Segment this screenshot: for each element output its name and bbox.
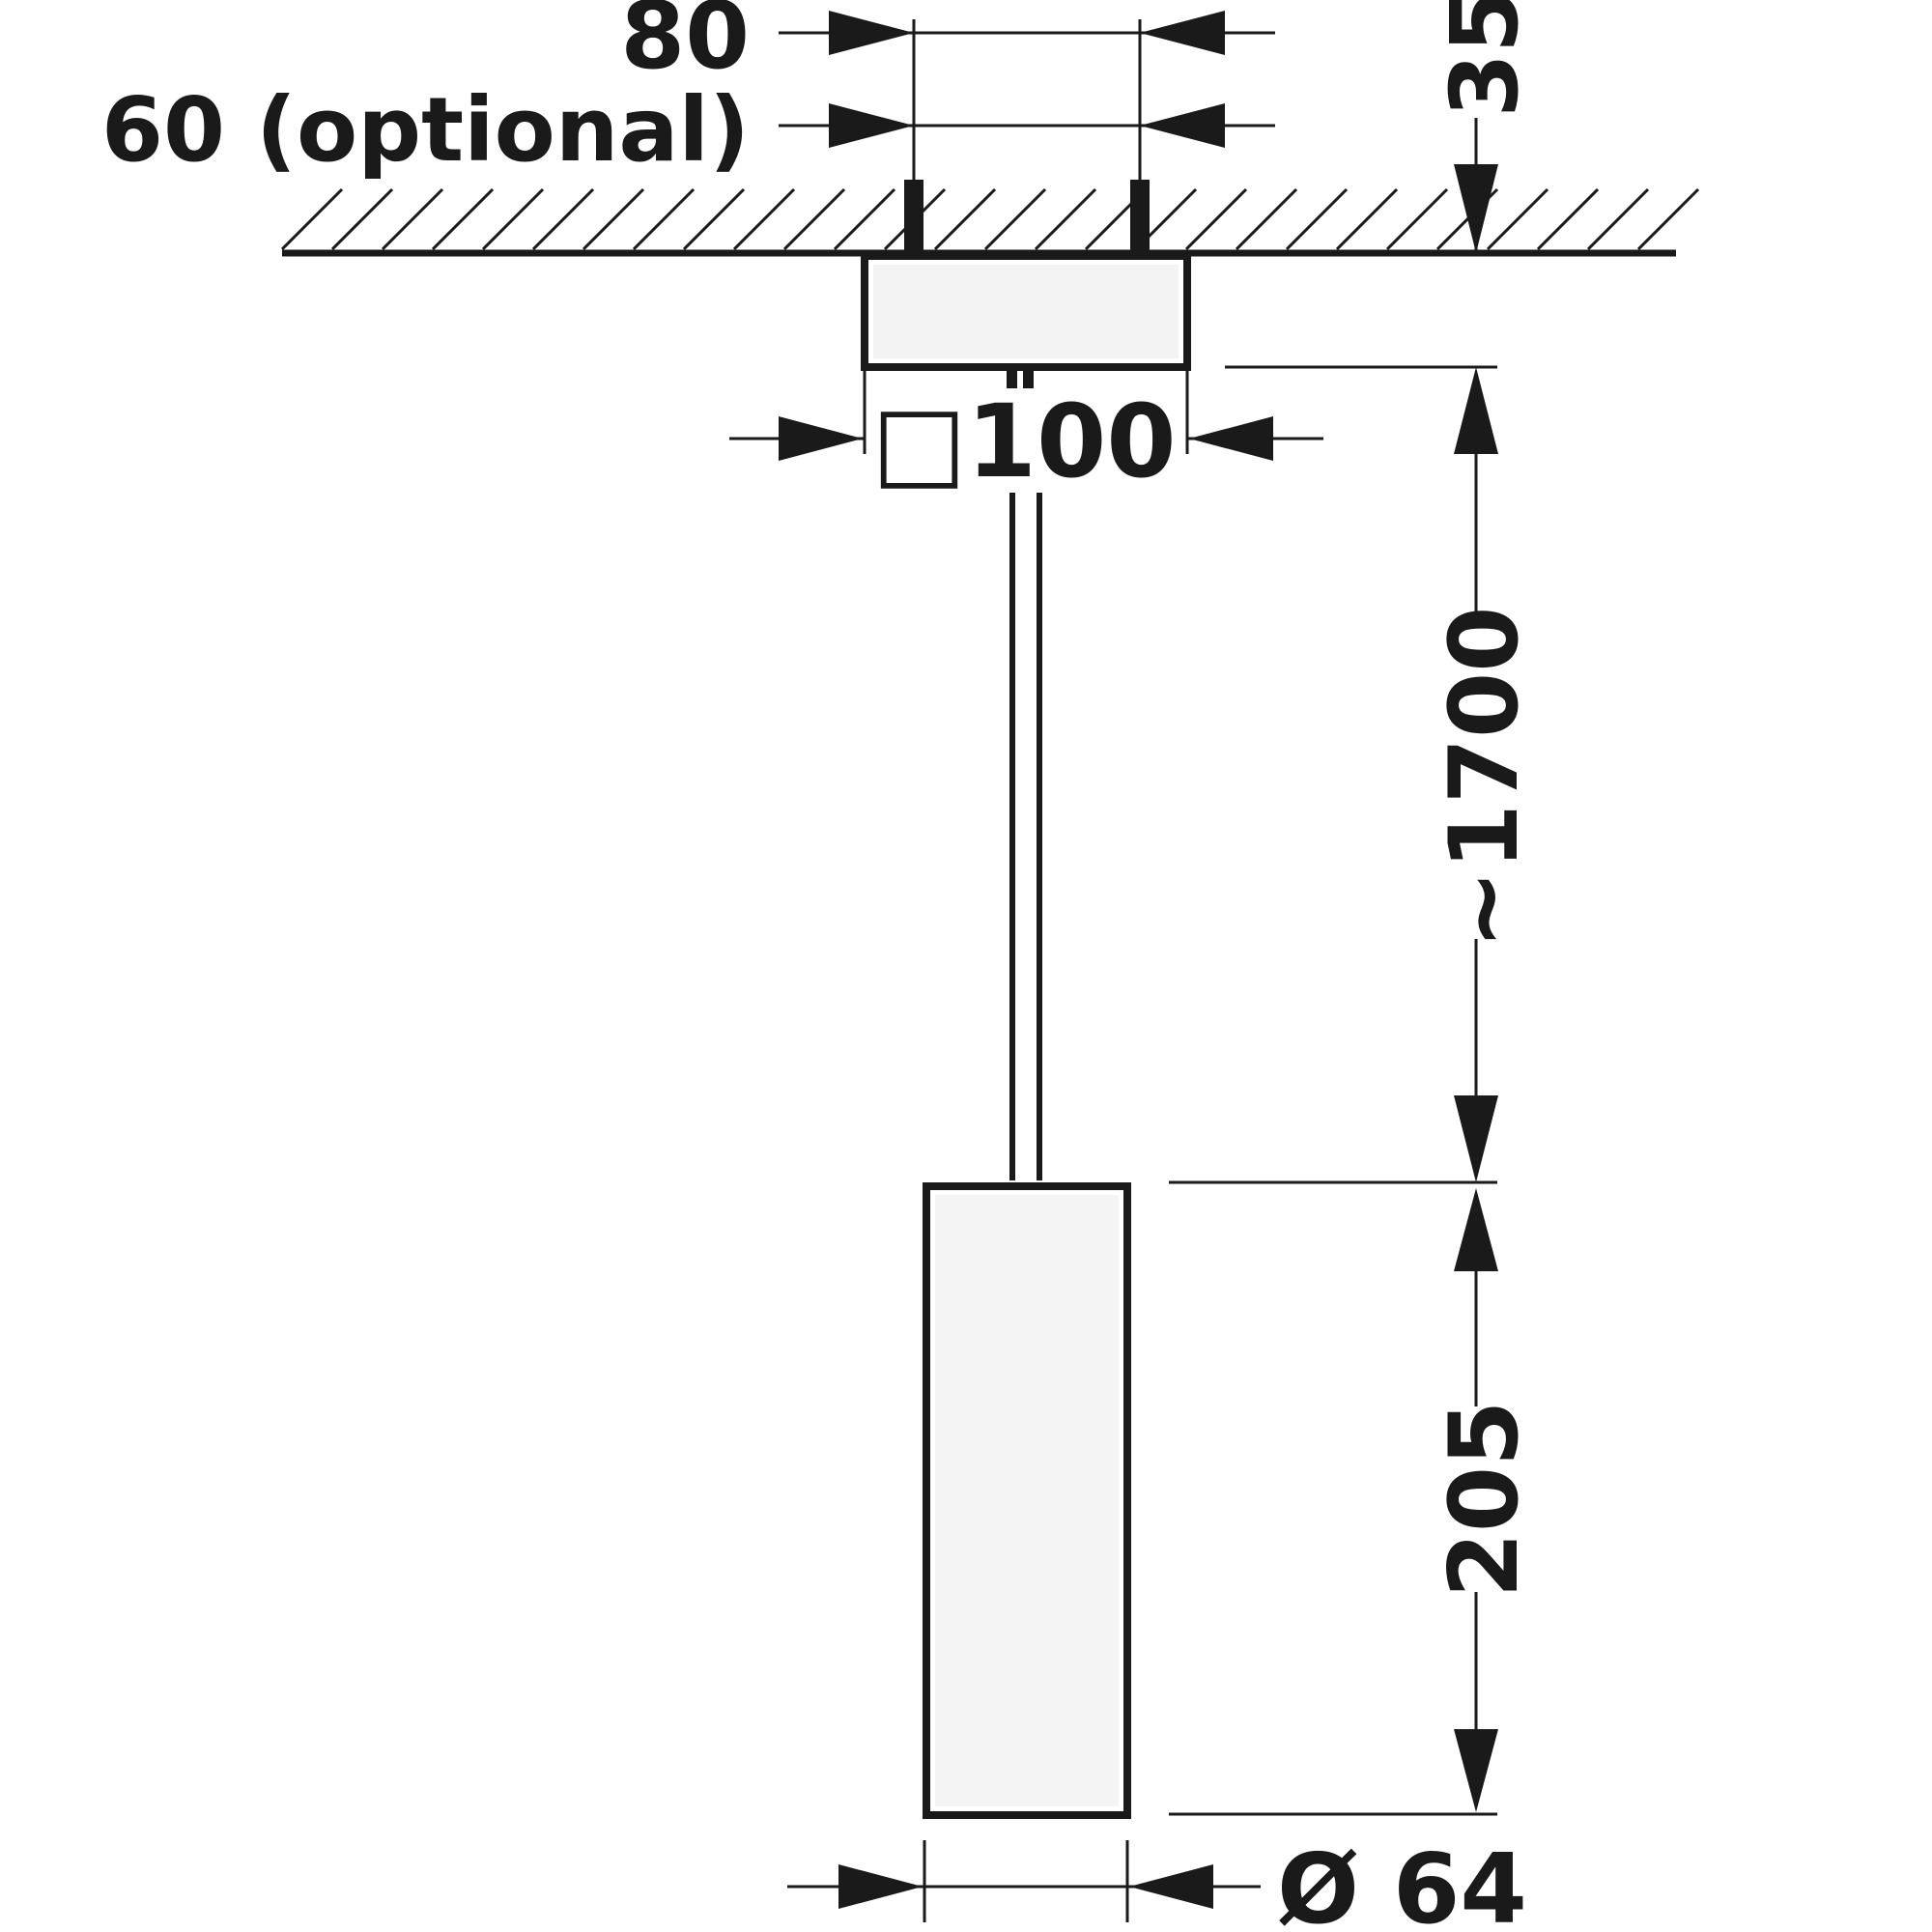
dim-80-arrow-left [829,11,914,55]
hatch-mark [1636,187,1700,251]
dim-60-optional-label: 60 (optional) [101,78,750,182]
dimension-body-diameter: Ø 64 [787,1833,1527,1932]
dimension-canopy-width: □100 [729,367,1323,500]
cable-grommet-slot [1017,371,1023,388]
dim-35-label: 35 [1431,0,1539,118]
dim-205-arrow-bottom [1454,1729,1498,1812]
hatch-mark [280,187,344,251]
hatch-mark [1235,187,1298,251]
dim-100-arrow-left [779,416,863,461]
lamp-cylinder-shading [935,1195,1119,1806]
dimension-canopy-depth: 35 [1225,0,1539,454]
canopy [861,252,1191,388]
dim-60-arrow-left [829,103,914,148]
dim-205-label: 205 [1430,1401,1540,1599]
dim-205-arrow-top [1454,1188,1498,1271]
dim-64-arrow-left [838,1864,923,1909]
hatch-mark [933,187,997,251]
dim-64-arrow-right [1129,1864,1213,1909]
dim-60-arrow-right [1140,103,1225,148]
screw-right [1130,180,1150,251]
lamp-cylinder [923,1182,1131,1819]
dim-100-arrow-right [1189,416,1273,461]
hatch-mark [1184,187,1248,251]
hatch-mark [1385,187,1449,251]
dim-35-arrow-top [1454,164,1498,253]
mounting-screws [904,19,1150,251]
dimension-screw-spacing: 80 60 (optional) [101,0,1275,182]
dim-35-arrow-bottom [1454,367,1498,454]
hatch-mark [1536,187,1600,251]
screw-left [904,180,923,251]
hatch-mark [481,187,545,251]
dim-80-arrow-right [1140,11,1225,55]
dim-1700-label: ~1700 [1430,607,1540,950]
hatch-mark [682,187,746,251]
hatch-mark [782,187,846,251]
hatch-mark [1486,187,1549,251]
suspension-cable [1009,493,1042,1180]
hatch-mark [582,187,645,251]
hatch-mark [330,187,394,251]
dim-1700-arrow-bottom [1454,1095,1498,1182]
hatch-mark [1335,187,1399,251]
hatch-mark [1285,187,1349,251]
dimension-body-height: 205 [1169,1188,1540,1816]
canopy-inner-shading [873,265,1179,358]
hatch-mark [833,187,896,251]
hatch-mark [1034,187,1097,251]
hatch-mark [531,187,595,251]
hatch-mark [632,187,696,251]
dim-64-label: Ø 64 [1277,1833,1527,1932]
dimension-cable-length: ~1700 [1169,454,1540,1184]
hatch-mark [1586,187,1650,251]
hatch-mark [732,187,796,251]
dim-80-label: 80 [620,0,750,90]
lamp-body [923,1182,1131,1819]
hatch-mark [983,187,1047,251]
hatch-mark [381,187,444,251]
dim-100-label: □100 [871,383,1176,500]
hatch-mark [431,187,495,251]
